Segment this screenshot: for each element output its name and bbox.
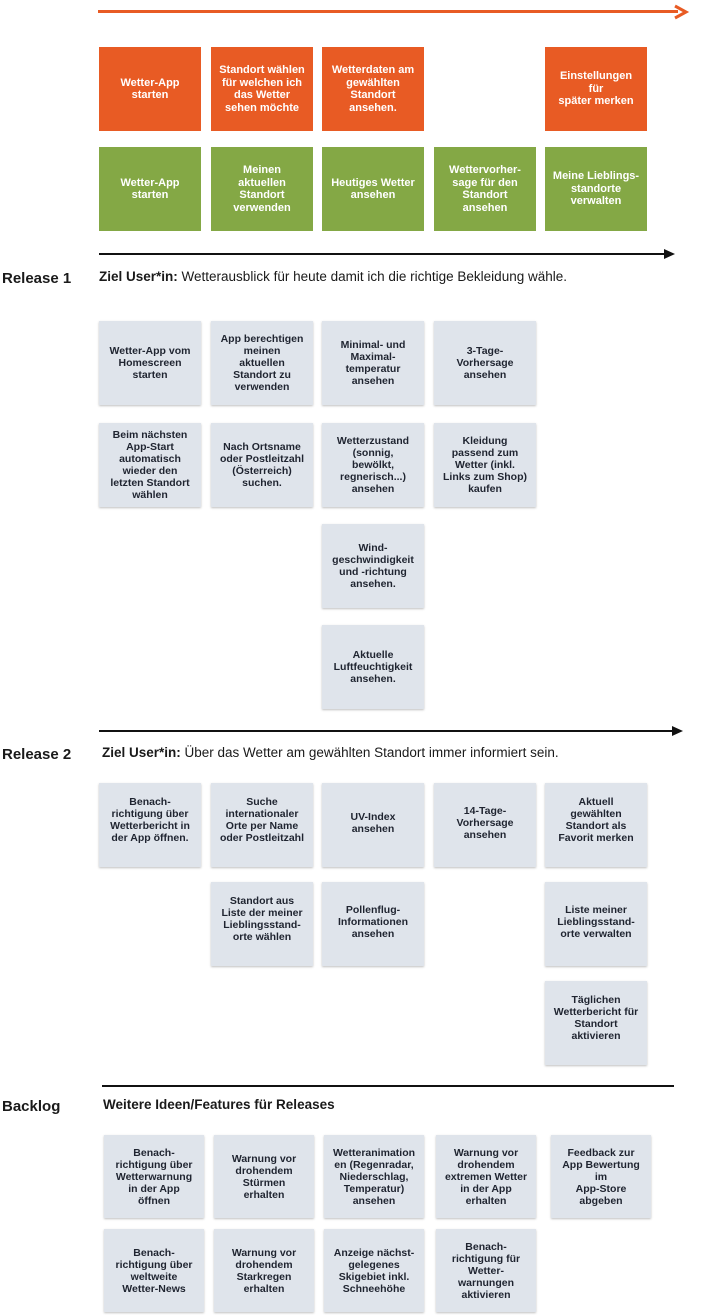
story-card: 3-Tage- Vorhersage ansehen (434, 321, 536, 405)
backlog-label: Backlog (2, 1098, 61, 1115)
story-card: Anzeige nächst- gelegenes Skigebiet inkl… (324, 1229, 424, 1312)
story-card: Wetter-App vom Homescreen starten (99, 321, 201, 405)
story-card: Warnung vor drohendem Starkregen erhalte… (214, 1229, 314, 1312)
story-card: Pollenflug- Informationen ansehen (322, 882, 424, 966)
release2-goal: Ziel User*in: Über das Wetter am gewählt… (102, 745, 559, 760)
story-card: Standort aus Liste der meiner Lieblingss… (211, 882, 313, 966)
story-card: Wetterzustand (sonnig, bewölkt, regneris… (322, 423, 424, 507)
release1-label: Release 1 (2, 270, 72, 287)
activity-card: Wetter-App starten (99, 47, 201, 131)
story-card: Beim nächsten App-Start automatisch wied… (99, 423, 201, 507)
activity-card: Standort wählen für welchen ich das Wett… (211, 47, 313, 131)
story-card: Liste meiner Lieblingsstand- orte verwal… (545, 882, 647, 966)
story-card: Aktuelle Luftfeuchtigkeit ansehen. (322, 625, 424, 709)
task-card: Meinen aktuellen Standort verwenden (211, 147, 313, 231)
story-card: UV-Index ansehen (322, 783, 424, 867)
task-card: Wettervorher- sage für den Standort anse… (434, 147, 536, 231)
release1-goal: Ziel User*in: Wetterausblick für heute d… (99, 269, 567, 284)
story-card: Suche internationaler Orte per Name oder… (211, 783, 313, 867)
story-card: Aktuell gewählten Standort als Favorit m… (545, 783, 647, 867)
story-card: Benach- richtigung über weltweite Wetter… (104, 1229, 204, 1312)
release2-label: Release 2 (2, 746, 72, 763)
activity-card: Wetterdaten am gewählten Standort ansehe… (322, 47, 424, 131)
story-card: App berechtigen meinen aktuellen Standor… (211, 321, 313, 405)
task-card: Meine Lieblings- standorte verwalten (545, 147, 647, 231)
story-card: Warnung vor drohendem Stürmen erhalten (214, 1135, 314, 1218)
story-card: Feedback zur App Bewertung im App-Store … (551, 1135, 651, 1218)
story-card: Nach Ortsname oder Postleitzahl (Österre… (211, 423, 313, 507)
timeline-arrow (98, 4, 698, 20)
story-card: Wind- geschwindigkeit und -richtung anse… (322, 524, 424, 608)
story-card: 14-Tage- Vorhersage ansehen (434, 783, 536, 867)
backlog-title: Weitere Ideen/Features für Releases (103, 1097, 335, 1112)
task-card: Wetter-App starten (99, 147, 201, 231)
story-card: Kleidung passend zum Wetter (inkl. Links… (434, 423, 536, 507)
story-card: Benach- richtigung über Wetterwarnung in… (104, 1135, 204, 1218)
story-card: Benach- richtigung für Wetter- warnungen… (436, 1229, 536, 1312)
backlog-divider (102, 1085, 674, 1087)
story-card: Benach- richtigung über Wetterbericht in… (99, 783, 201, 867)
story-card: Täglichen Wetterbericht für Standort akt… (545, 981, 647, 1065)
story-card: Minimal- und Maximal- temperatur ansehen (322, 321, 424, 405)
story-card: Wetteranimation en (Regenradar, Niedersc… (324, 1135, 424, 1218)
task-card: Heutiges Wetter ansehen (322, 147, 424, 231)
activity-card: Einstellungen für später merken (545, 47, 647, 131)
story-card: Warnung vor drohendem extremen Wetter in… (436, 1135, 536, 1218)
